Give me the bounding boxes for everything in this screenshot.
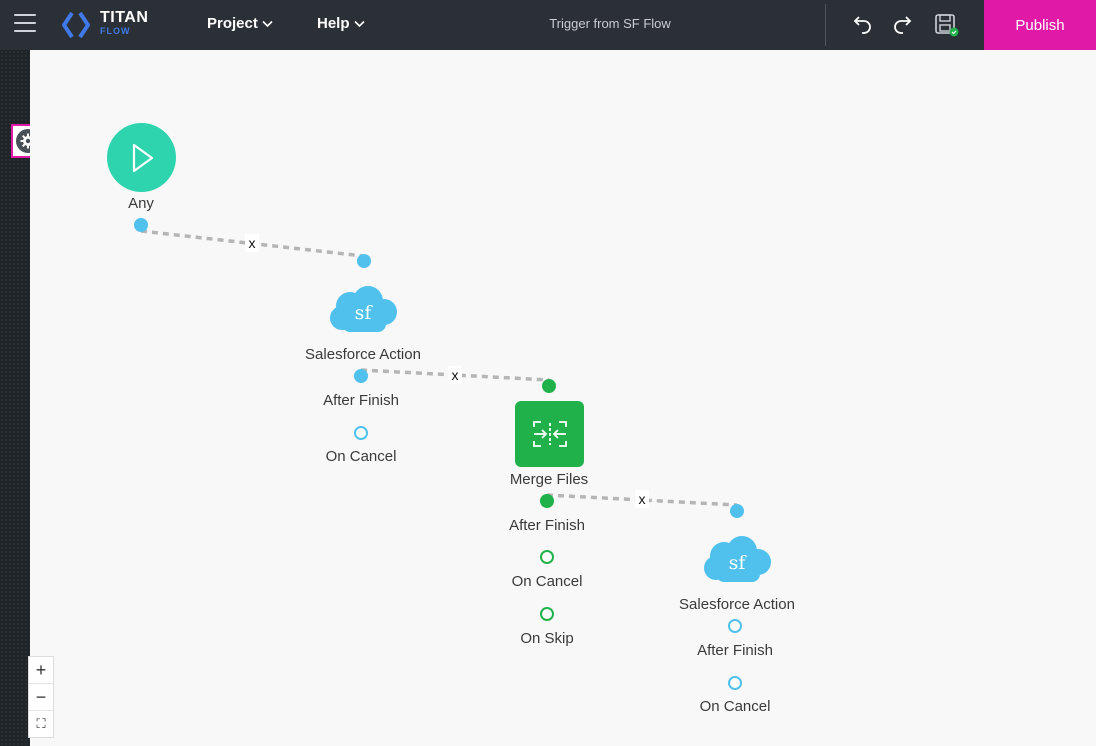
project-menu-label: Project: [207, 15, 258, 32]
salesforce-cloud-icon: sf: [704, 536, 771, 582]
merge-files-input-port[interactable]: [542, 379, 556, 393]
chevron-down-icon: [353, 19, 365, 31]
start-node[interactable]: [107, 123, 176, 192]
titan-logo-icon: [62, 11, 90, 39]
sf-action-1-after-finish-port[interactable]: [354, 369, 368, 383]
help-menu[interactable]: Help: [317, 15, 365, 32]
merge-after-finish-port[interactable]: [540, 494, 554, 508]
sf-action-2-after-finish-port[interactable]: [728, 619, 742, 633]
sf-action-1-input-port[interactable]: [357, 254, 371, 268]
publish-button[interactable]: Publish: [984, 0, 1096, 50]
project-menu[interactable]: Project: [207, 15, 273, 32]
top-bar: TITAN FLOW Project Help Trigger from SF …: [0, 0, 1096, 50]
sf-action-1-on-cancel-port[interactable]: [354, 426, 368, 440]
page-title: Trigger from SF Flow: [549, 16, 671, 31]
fit-to-screen-button[interactable]: ⛶: [36, 716, 46, 731]
delete-edge-button[interactable]: x: [245, 234, 259, 252]
sf-action-1-after-finish-label: After Finish: [323, 392, 399, 409]
left-sidebar: [0, 50, 30, 746]
start-node-label: Any: [128, 195, 154, 212]
save-icon: [935, 14, 959, 37]
start-output-port[interactable]: [134, 218, 148, 232]
zoom-out-button[interactable]: −: [29, 684, 53, 711]
merge-icon: [532, 421, 567, 447]
merge-on-cancel-port[interactable]: [540, 550, 554, 564]
sf-action-2-label: Salesforce Action: [679, 596, 795, 613]
redo-button[interactable]: [890, 11, 918, 39]
flow-canvas[interactable]: [30, 50, 1096, 746]
chevron-down-icon: [262, 19, 273, 31]
sf-action-2-on-cancel-port[interactable]: [728, 676, 742, 690]
merge-on-skip-port[interactable]: [540, 607, 554, 621]
sf-action-1-on-cancel-label: On Cancel: [325, 448, 397, 465]
zoom-in-button[interactable]: +: [29, 657, 53, 684]
delete-edge-button[interactable]: x: [448, 366, 462, 384]
save-button[interactable]: [932, 11, 960, 39]
menu-icon[interactable]: [14, 14, 36, 34]
logo-title: TITAN: [100, 9, 149, 26]
merge-files-node[interactable]: [515, 401, 584, 467]
logo-subtitle: FLOW: [100, 26, 131, 36]
play-icon: [132, 143, 153, 172]
sf-action-1-label: Salesforce Action: [305, 346, 421, 363]
sf-icon-text: sf: [355, 302, 374, 324]
merge-on-skip-label: On Skip: [520, 630, 574, 647]
help-menu-label: Help: [317, 15, 350, 32]
redo-icon: [894, 16, 912, 34]
sf-action-2-after-finish-label: After Finish: [697, 642, 773, 659]
salesforce-action-1-node[interactable]: sf: [328, 284, 400, 336]
sf-action-2-input-port[interactable]: [730, 504, 744, 518]
salesforce-cloud-icon: sf: [330, 286, 397, 332]
sf-icon-text: sf: [729, 552, 748, 574]
merge-files-label: Merge Files: [509, 471, 589, 488]
merge-on-cancel-label: On Cancel: [511, 573, 583, 590]
titan-flow-logo: TITAN FLOW: [60, 9, 160, 41]
merge-after-finish-label: After Finish: [509, 517, 585, 534]
sf-action-2-on-cancel-label: On Cancel: [699, 698, 771, 715]
salesforce-action-2-node[interactable]: sf: [702, 534, 774, 586]
toolbar-divider: [825, 4, 826, 46]
delete-edge-button[interactable]: x: [635, 490, 649, 508]
zoom-controls: + − ⛶: [28, 656, 54, 738]
undo-icon: [853, 16, 871, 34]
undo-button[interactable]: [847, 11, 875, 39]
